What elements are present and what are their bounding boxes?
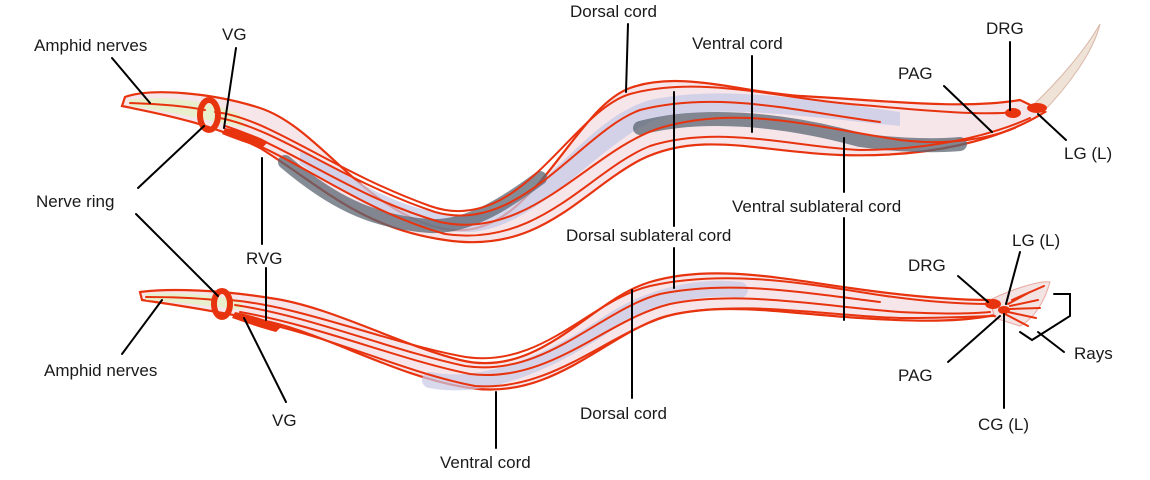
label-top-pag: PAG [898,64,933,83]
bottom-worm-dorsal-sublateral-line [234,286,881,369]
top-worm-ventral-sublateral-line [224,116,1016,226]
leader-top-pag [943,85,993,133]
leader-rays-pointer [1037,331,1065,353]
bottom-worm-gut [422,280,748,391]
leader-top-vg [223,47,237,129]
bottom-worm-ventral-cord-line [259,307,996,388]
label-ventral-sublateral-cord: Ventral sublateral cord [732,197,901,216]
top-worm-gonad [300,93,900,232]
top-worm-dorsal-sublateral-line [219,100,881,217]
leader-bottom-drg [957,275,989,303]
leader-bottom-lg [1005,251,1021,305]
leader-top-lg [1037,113,1067,141]
bottom-worm-drg-shape [985,299,1001,309]
bottom-worm-body [138,272,997,391]
leader-top-dorsal-cord [625,23,629,93]
top-worm-tail [1029,23,1101,116]
leader-bottom-vg [243,317,287,403]
top-worm-nerve-ring [197,97,221,133]
leader-bottom-amphid-nerves [121,299,163,355]
label-bottom-cg: CG (L) [978,415,1029,434]
label-bottom-ventral-cord: Ventral cord [440,453,531,472]
label-bottom-dorsal-cord: Dorsal cord [580,404,667,423]
label-bottom-lg: LG (L) [1012,231,1060,250]
top-worm-drg-shape [1005,108,1021,118]
bottom-worm-amphid-line [145,296,216,301]
rays-bracket [1019,293,1071,342]
label-top-vg: VG [222,25,247,44]
label-dorsal-sublateral-cord: Dorsal sublateral cord [566,226,731,245]
bottom-worm-vg-shape [232,312,282,332]
label-nerve-ring: Nerve ring [36,192,114,211]
bottom-worm-dorsal-cord-line [229,277,991,360]
label-bottom-amphid-nerves: Amphid nerves [44,361,157,380]
label-top-amphid-nerves: Amphid nerves [34,36,147,55]
leader-nerve-ring-bottom [135,213,219,297]
bottom-worm-ventral-sublateral-line [239,297,991,377]
leader-lines [111,23,1071,449]
top-worm-dorsal-cord-line [214,85,1016,213]
label-top-ventral-cord: Ventral cord [692,34,783,53]
leader-nerve-ring-top [137,125,205,189]
label-top-drg: DRG [986,19,1024,38]
bottom-worm-nerve-ring [211,288,233,320]
label-bottom-drg: DRG [908,256,946,275]
label-rays: Rays [1074,344,1113,363]
label-rvg: RVG [246,249,283,268]
bottom-worm-cg-shape [998,306,1010,314]
label-bottom-vg: VG [272,411,297,430]
label-bottom-pag: PAG [898,366,933,385]
top-worm-lg-shape [1027,103,1047,113]
top-worm [120,23,1101,244]
top-worm-ventral-cord-line [239,117,1031,237]
leader-bottom-pag [947,315,1001,363]
bottom-worm [138,272,1051,391]
top-worm-vg-shape [222,128,268,148]
leader-top-amphid-nerves [111,57,151,104]
labels: Amphid nerves VG Dorsal cord Ventral cor… [34,2,1113,472]
label-top-dorsal-cord: Dorsal cord [570,2,657,21]
label-top-lg: LG (L) [1064,144,1112,163]
bottom-worm-rays [1004,285,1045,327]
